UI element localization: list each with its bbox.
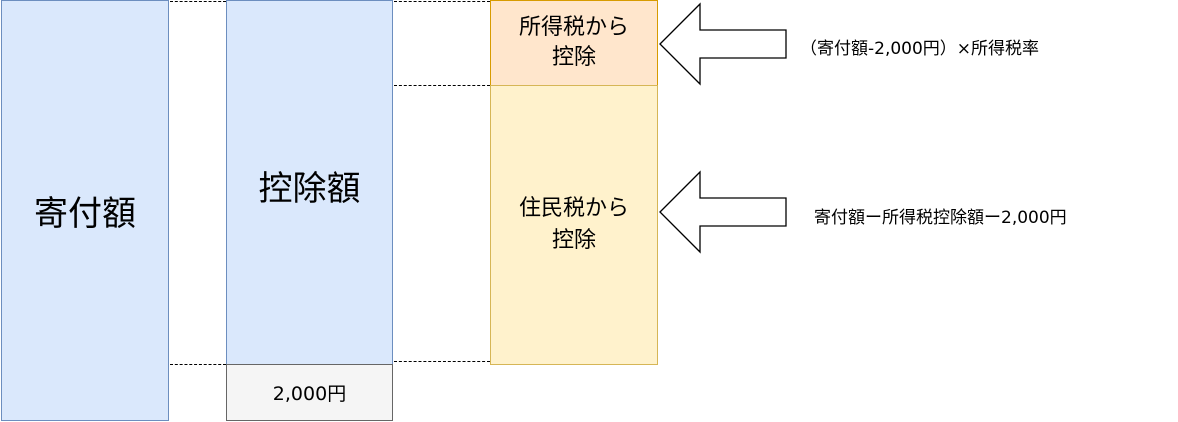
donation-amount-label: 寄付額 bbox=[34, 194, 136, 234]
deduction-amount-box: 控除額 bbox=[226, 0, 393, 365]
resident-tax-deduction-line1: 住民税から bbox=[518, 196, 629, 222]
fixed-2000-yen-label: 2,000円 bbox=[272, 383, 347, 405]
income-tax-formula: （寄付額-2,000円）×所得税率 bbox=[800, 39, 1040, 59]
resident-tax-formula: 寄付額ー所得税控除額ー2,000円 bbox=[814, 208, 1067, 228]
left-arrow-icon bbox=[659, 170, 787, 254]
dashed-connector-top-left bbox=[170, 1, 226, 2]
left-arrow-icon bbox=[659, 2, 787, 86]
deduction-amount-label: 控除額 bbox=[258, 169, 361, 209]
income-tax-deduction-box: 所得税から 控除 bbox=[490, 0, 658, 86]
resident-tax-deduction-box: 住民税から 控除 bbox=[490, 85, 658, 365]
dashed-connector-middle-right bbox=[394, 85, 490, 86]
dashed-connector-bottom-left bbox=[170, 364, 226, 365]
income-tax-deduction-line2: 控除 bbox=[551, 45, 596, 70]
fixed-2000-yen-box: 2,000円 bbox=[226, 364, 393, 421]
donation-amount-box: 寄付額 bbox=[1, 0, 169, 421]
income-tax-deduction-line1: 所得税から bbox=[518, 15, 629, 41]
dashed-connector-top-right bbox=[394, 1, 490, 2]
dashed-connector-bottom-right bbox=[394, 361, 490, 362]
resident-tax-deduction-line2: 控除 bbox=[551, 228, 596, 253]
